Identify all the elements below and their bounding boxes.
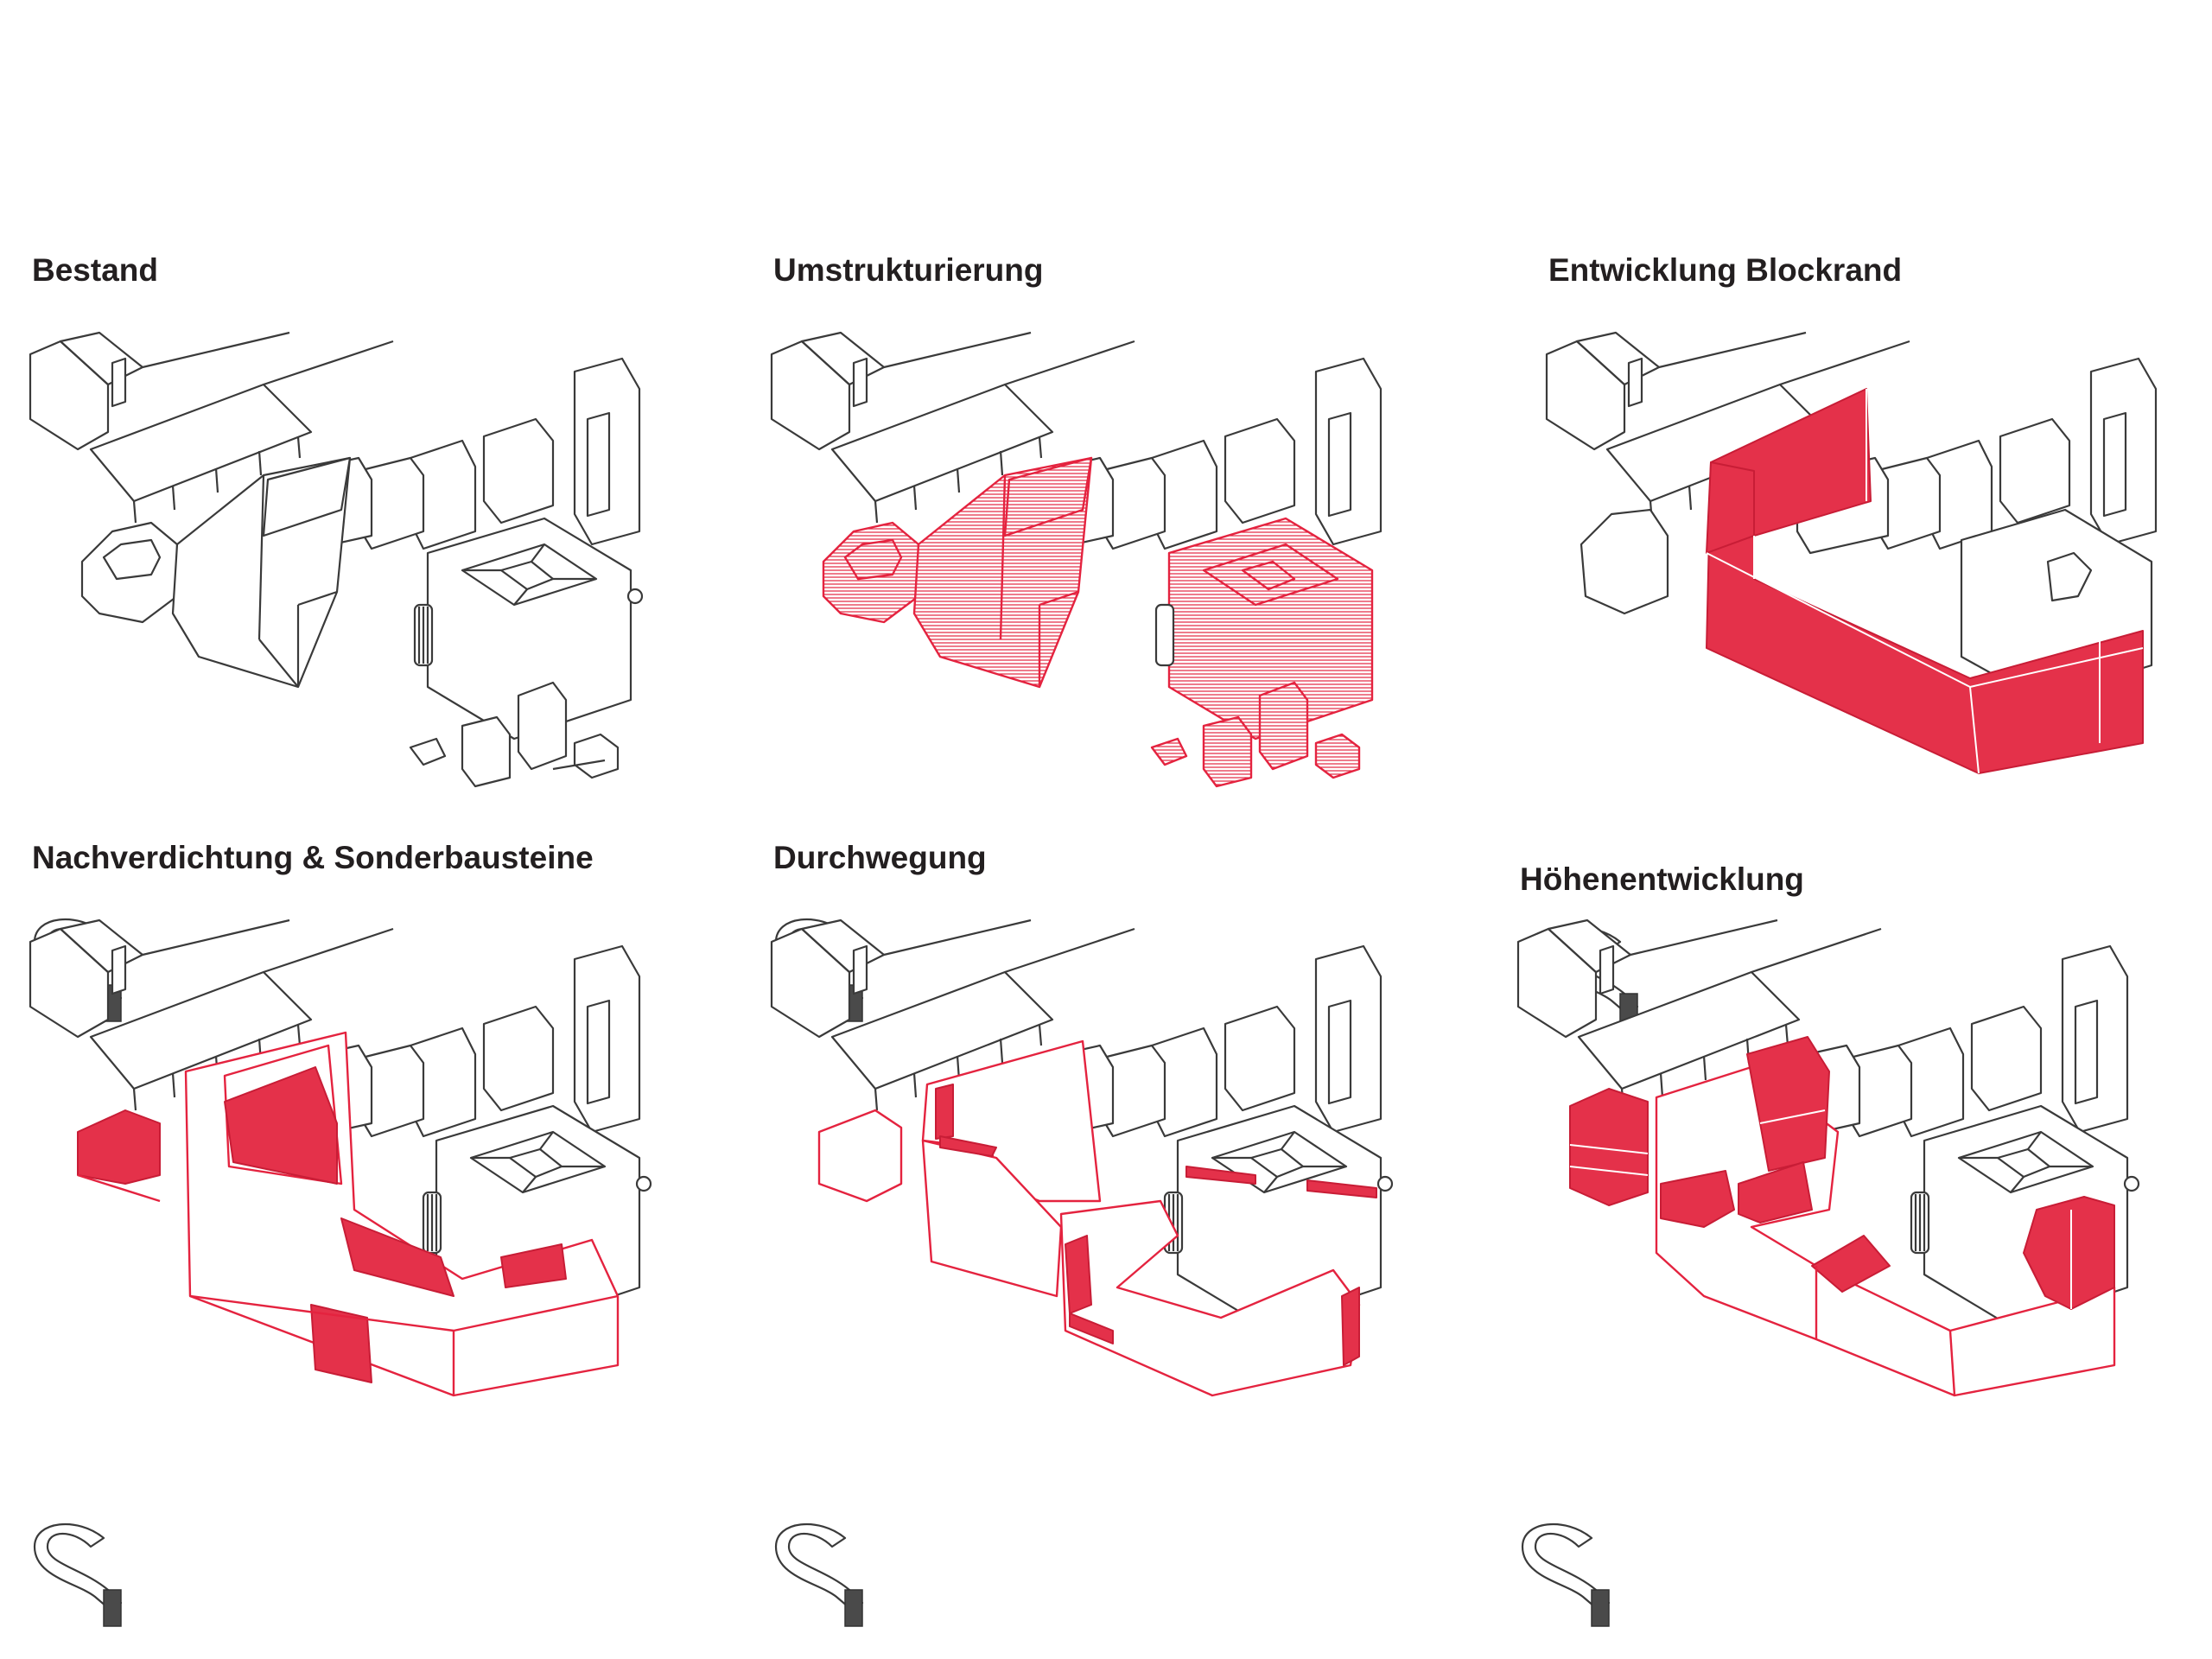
diagram-durchwegung [770,918,1394,1628]
diagram-hoehenentwicklung [1516,918,2140,1628]
panel-title-nachverdichtung: Nachverdichtung & Sonderbausteine [32,840,594,875]
diagram-bestand [29,331,644,1023]
panel-title-umstrukturierung: Umstrukturierung [773,252,1044,288]
panel-title-bestand: Bestand [32,252,158,288]
panel-title-hoehenentwicklung: Höhenentwicklung [1520,861,1804,897]
diagram-umstrukturierung [770,331,1382,1023]
diagram-nachverdichtung [29,918,652,1628]
panel-title-entwicklung-blockrand: Entwicklung Blockrand [1548,252,1903,288]
diagram-entwicklung-blockrand [1545,331,2158,1032]
panel-title-durchwegung: Durchwegung [773,840,987,875]
